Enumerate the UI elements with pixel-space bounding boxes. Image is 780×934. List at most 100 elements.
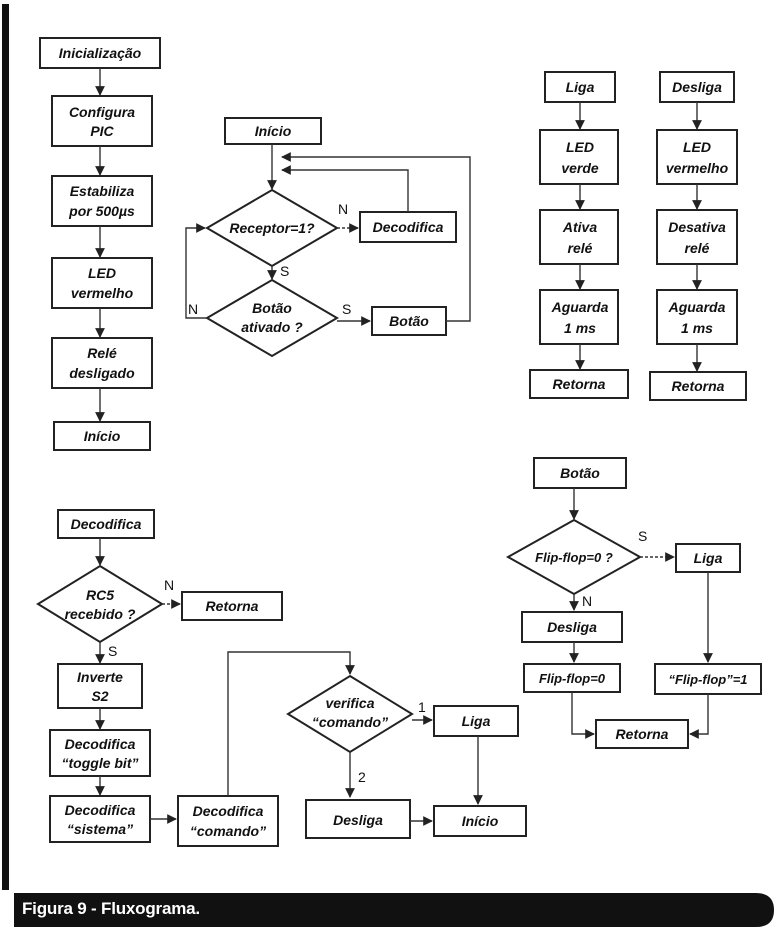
rele-liga-label: relé (568, 240, 593, 256)
caption-bar (14, 893, 774, 927)
decodifica-main-label: Decodifica (373, 219, 444, 235)
rele-desliga-label: relé (685, 240, 710, 256)
box-desliga-title (659, 71, 735, 103)
desligado-label: desligado (69, 365, 135, 381)
led-vermelho2-label-2: vermelho (666, 160, 729, 176)
liga-botao-label: Liga (694, 550, 723, 566)
figure-caption: Figura 9 - Fluxograma. (22, 899, 200, 918)
box-retorna-liga (529, 369, 629, 399)
box-ff1 (654, 663, 762, 695)
sistema-label-2: “sistema” (67, 821, 133, 837)
box-decodifica-title (57, 509, 155, 539)
rc5-label: RC5 (86, 587, 114, 603)
inicializacao-label: Inicialização (59, 45, 142, 61)
botao-main-label: Botão (389, 313, 429, 329)
box-retorna-desliga (649, 371, 747, 401)
left-border-bar (2, 4, 9, 890)
box-inicio-main (224, 117, 322, 145)
receptor-label: Receptor=1? (229, 220, 315, 236)
diamond-rc5 (36, 564, 164, 644)
inverte-label: Inverte (77, 669, 123, 685)
edge-label-ff-n: N (582, 593, 592, 609)
ms-desliga-label: 1 ms (681, 320, 713, 336)
box-desliga-decod (305, 799, 411, 839)
ff1-label: “Flip-flop”=1 (668, 672, 747, 687)
edge-label-n2: N (188, 301, 198, 317)
edge-label-ff-s: S (638, 528, 647, 544)
aguarda-liga-label: Aguarda (551, 299, 609, 315)
retorna-botao-label: Retorna (616, 726, 669, 742)
botao-q-label-1: Botão (252, 300, 292, 316)
aguarda-desliga-label: Aguarda (668, 299, 726, 315)
desativa-label: Desativa (668, 219, 726, 235)
box-desativa-rele (656, 209, 738, 265)
verifica-label-2: “comando” (312, 714, 388, 730)
box-liga-decod (433, 705, 519, 737)
connectors (95, 68, 713, 826)
edge-label-one: 1 (418, 699, 426, 715)
box-inicio-decod (433, 805, 527, 837)
box-estabiliza (51, 175, 153, 227)
box-ff0 (523, 663, 621, 693)
toggle-label-2: “toggle bit” (62, 755, 139, 771)
led-verde-label-1: LED (566, 139, 594, 155)
box-botao-title (533, 457, 627, 489)
retorna-decod-label: Retorna (206, 598, 259, 614)
edge-label-rc5-s: S (108, 643, 117, 659)
led-label: LED (88, 265, 116, 281)
por-500us-label: por 500µs (68, 203, 135, 219)
botao-q-label-2: ativado ? (241, 319, 303, 335)
desliga-botao-label: Desliga (547, 619, 597, 635)
rele-label: Relé (87, 345, 117, 361)
box-inicio-init (53, 421, 151, 451)
edge-label-s2: S (342, 301, 351, 317)
edge-label-rc5-n: N (164, 577, 174, 593)
s2-label: S2 (91, 688, 108, 704)
led-verde-label-2: verde (561, 160, 599, 176)
box-configura-pic (51, 95, 153, 147)
verifica-label-1: verifica (325, 695, 374, 711)
comando-label-1: Decodifica (193, 803, 264, 819)
estabiliza-label: Estabiliza (70, 183, 135, 199)
configura-label: Configura (69, 104, 135, 120)
liga-title-label: Liga (566, 79, 595, 95)
box-ativa-rele (539, 209, 619, 265)
edge-label-n1: N (338, 201, 348, 217)
toggle-label-1: Decodifica (65, 736, 136, 752)
botao-title-label: Botão (560, 465, 600, 481)
desliga-title-label: Desliga (672, 79, 722, 95)
led-vermelho2-label-1: LED (683, 139, 711, 155)
box-led-verde (539, 129, 619, 185)
flipflop-q-label: Flip-flop=0 ? (535, 550, 613, 565)
ff0-label: Flip-flop=0 (539, 671, 606, 686)
inicio-decod-label: Início (462, 813, 499, 829)
box-rele-desligado (51, 337, 153, 389)
diamond-botao-ativado (205, 278, 339, 358)
box-retorna-botao (595, 719, 689, 749)
box-aguarda-liga (539, 289, 619, 345)
inicio-init-label: Início (84, 428, 121, 444)
box-comando (177, 795, 279, 847)
ativa-label: Ativa (562, 219, 597, 235)
box-decodifica-main (359, 211, 457, 243)
sistema-label-1: Decodifica (65, 802, 136, 818)
inicio-main-label: Início (255, 123, 292, 139)
box-led-vermelho (51, 257, 153, 309)
box-led-vermelho-2 (656, 129, 738, 185)
desliga-decod-label: Desliga (333, 812, 383, 828)
box-desliga-botao (521, 611, 623, 643)
vermelho-label: vermelho (71, 285, 134, 301)
ms-liga-label: 1 ms (564, 320, 596, 336)
liga-decod-label: Liga (462, 713, 491, 729)
recebido-label: recebido ? (65, 606, 136, 622)
box-aguarda-desliga (656, 289, 738, 345)
pic-label: PIC (90, 123, 114, 139)
retorna-liga-label: Retorna (553, 376, 606, 392)
boxes (36, 37, 762, 847)
box-retorna-decod (181, 591, 283, 621)
retorna-desliga-label: Retorna (672, 378, 725, 394)
edge-label-two: 2 (358, 769, 366, 785)
edge-label-s1: S (280, 263, 289, 279)
decodifica-title-label: Decodifica (71, 516, 142, 532)
